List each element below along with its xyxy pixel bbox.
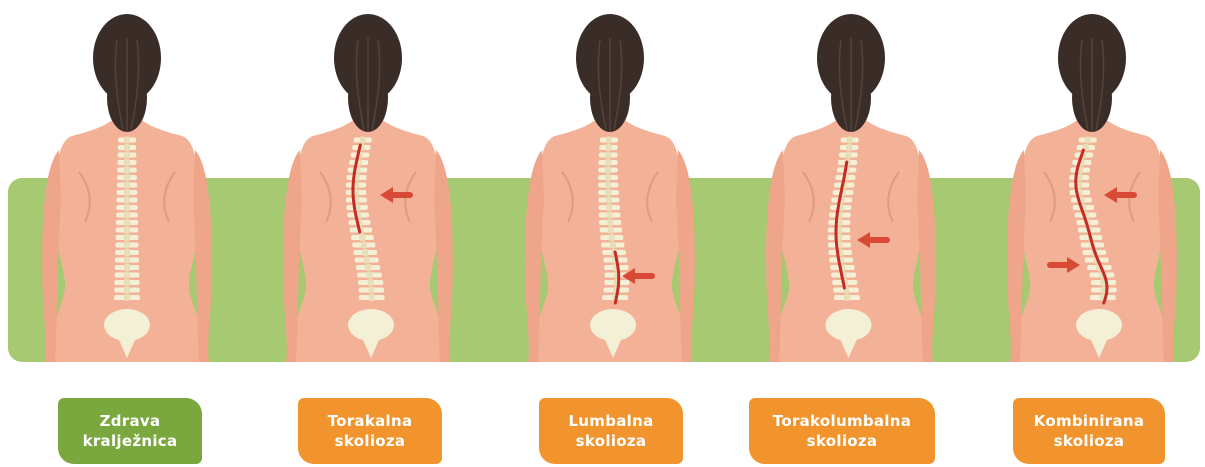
label-thoracic-line2: skolioza: [335, 431, 406, 451]
figure-thoracolumbar: [766, 14, 936, 362]
label-lumbar-line2: skolioza: [576, 431, 647, 451]
figure-thoracic: [283, 14, 453, 362]
figure-healthy: [42, 14, 212, 362]
label-thoracolumbar: Torakolumbalna skolioza: [749, 398, 935, 464]
pelvis-thoracolumbar: [826, 309, 872, 341]
label-combined-line1: Kombinirana: [1034, 411, 1145, 431]
spine-thoracic: [369, 294, 375, 301]
pelvis-lumbar: [590, 309, 636, 341]
label-combined: Kombinirana skolioza: [1013, 398, 1165, 464]
label-healthy: Zdrava kralježnica: [58, 398, 202, 464]
label-thoracic-line1: Torakalna: [328, 411, 413, 431]
pelvis-healthy: [104, 309, 150, 341]
label-healthy-line2: kralježnica: [83, 431, 178, 451]
figure-combined: [1007, 14, 1177, 362]
pelvis-combined: [1076, 309, 1122, 341]
spine-thoracolumbar: [844, 294, 850, 301]
label-thoracolumbar-line2: skolioza: [807, 431, 878, 451]
label-thoracic: Torakalna skolioza: [298, 398, 442, 464]
label-lumbar: Lumbalna skolioza: [539, 398, 683, 464]
figure-lumbar: [525, 14, 695, 362]
label-thoracolumbar-line1: Torakolumbalna: [773, 411, 911, 431]
label-combined-line2: skolioza: [1054, 431, 1125, 451]
label-healthy-line1: Zdrava: [100, 411, 161, 431]
label-lumbar-line1: Lumbalna: [568, 411, 653, 431]
spine-healthy: [124, 294, 130, 301]
pelvis-thoracic: [348, 309, 394, 341]
